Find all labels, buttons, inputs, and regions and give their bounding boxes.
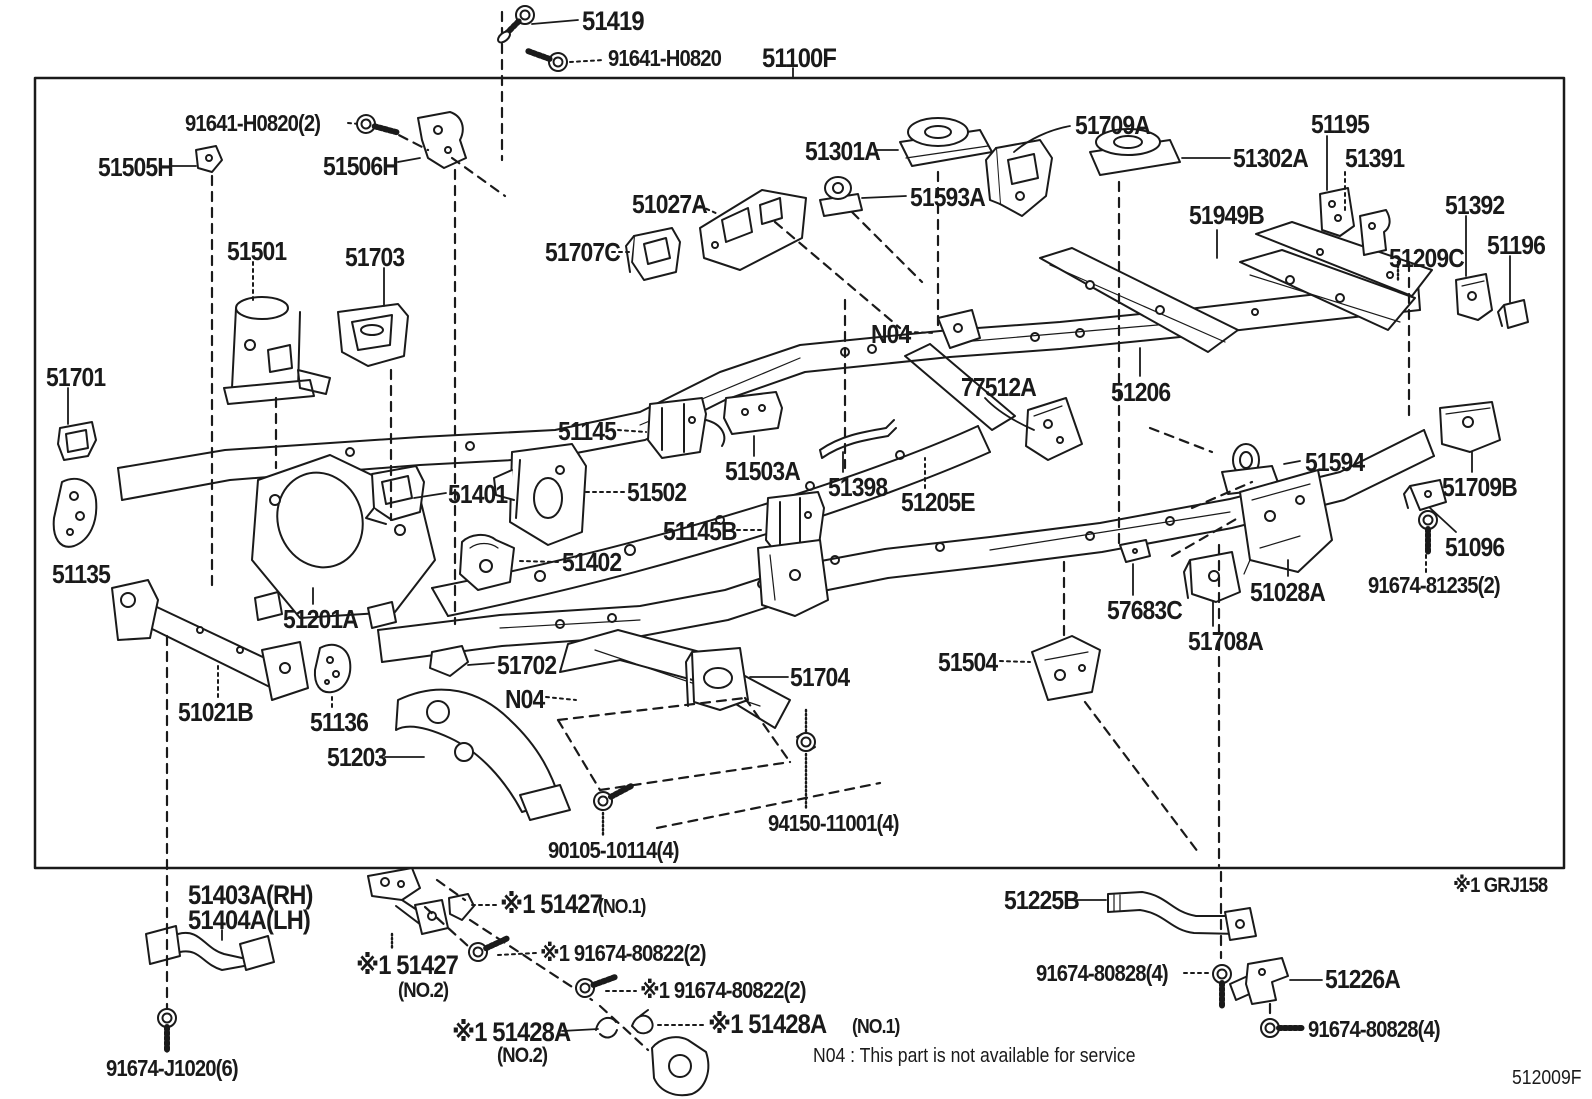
part-label-3: 91641-H0820(2) bbox=[185, 110, 321, 136]
part-label-9: 51707C bbox=[545, 237, 621, 267]
part-label-58: ※1 91674-80822(2) bbox=[640, 977, 807, 1003]
part-label-42: 51136 bbox=[310, 707, 369, 737]
leader-lines bbox=[67, 19, 1511, 1032]
part-label-59: ※1 51428A bbox=[452, 1017, 571, 1047]
part-label-22: 77512A bbox=[961, 372, 1037, 402]
part-label-13: 51302A bbox=[1233, 143, 1309, 173]
dashed-construction-lines bbox=[165, 10, 1411, 1052]
part-label-62: (NO.1) bbox=[852, 1016, 900, 1038]
part-label-56: (NO.1) bbox=[598, 896, 646, 918]
part-label-5: 51506H bbox=[323, 151, 399, 181]
part-label-53: ※1 51427 bbox=[356, 950, 459, 980]
bolt-icons bbox=[158, 2, 1437, 1052]
part-label-26: 51401 bbox=[448, 479, 508, 509]
part-label-14: 51195 bbox=[1311, 109, 1370, 139]
part-label-23: 51206 bbox=[1111, 377, 1171, 407]
part-label-39: 51708A bbox=[1188, 626, 1264, 656]
part-label-6: 51501 bbox=[227, 236, 287, 266]
part-label-10: 51301A bbox=[805, 136, 881, 166]
part-label-15: 51391 bbox=[1345, 143, 1405, 173]
part-label-63: 51225B bbox=[1004, 885, 1080, 915]
part-label-51: 51404A(LH) bbox=[188, 905, 311, 935]
part-label-37: 51028A bbox=[1250, 577, 1326, 607]
part-label-27: 51502 bbox=[627, 477, 687, 507]
part-label-12: 51709A bbox=[1075, 110, 1151, 140]
part-label-32: 51135 bbox=[52, 559, 111, 589]
part-label-7: 51703 bbox=[345, 242, 405, 272]
part-label-60: (NO.2) bbox=[497, 1044, 548, 1067]
part-label-65: 51226A bbox=[1325, 964, 1401, 994]
part-label-36: 91674-81235(2) bbox=[1368, 572, 1501, 598]
part-label-50: 51403A(RH) bbox=[188, 880, 313, 910]
part-label-30: 51145B bbox=[663, 516, 737, 546]
part-label-19: 51196 bbox=[1487, 230, 1546, 260]
part-label-31: 51402 bbox=[562, 547, 622, 577]
crossmember-front-51021B bbox=[111, 579, 309, 701]
part-label-1: 91641-H0820 bbox=[608, 45, 722, 71]
part-label-69: 512009F bbox=[1512, 1067, 1582, 1089]
crossmember-front-suspension-51201A bbox=[251, 454, 436, 629]
part-label-47: 51504 bbox=[938, 647, 998, 677]
part-label-48: 94150-11001(4) bbox=[768, 810, 899, 836]
part-label-8: 51027A bbox=[632, 189, 708, 219]
part-label-29: 51205E bbox=[901, 487, 975, 517]
part-label-28: 51398 bbox=[828, 472, 888, 502]
part-label-68: N04 : This part is not available for ser… bbox=[813, 1045, 1136, 1067]
part-label-0: 51419 bbox=[582, 6, 645, 36]
part-label-61: ※1 51428A bbox=[708, 1009, 827, 1039]
part-label-4: 51505H bbox=[98, 152, 174, 182]
part-label-40: 51201A bbox=[283, 604, 359, 634]
part-label-20: 51701 bbox=[46, 362, 106, 392]
dotted-leader-lines bbox=[217, 59, 1427, 1029]
diagram-border bbox=[33, 76, 1566, 870]
part-label-25: 51503A bbox=[725, 456, 801, 486]
part-label-34: 51709B bbox=[1442, 472, 1518, 502]
part-label-54: (NO.2) bbox=[398, 979, 449, 1002]
part-glyphs bbox=[52, 111, 1529, 1097]
part-label-66: 91674-80828(4) bbox=[1308, 1016, 1441, 1042]
part-label-49: 90105-10114(4) bbox=[548, 837, 679, 863]
part-label-24: 51145 bbox=[558, 416, 617, 446]
part-label-52: 91674-J1020(6) bbox=[106, 1055, 239, 1081]
part-label-35: 51096 bbox=[1445, 532, 1505, 562]
part-label-16: 51949B bbox=[1189, 200, 1265, 230]
part-label-41: 51021B bbox=[178, 697, 254, 727]
part-label-38: 57683C bbox=[1107, 595, 1183, 625]
part-label-17: 51392 bbox=[1445, 190, 1505, 220]
part-label-55: ※1 51427 bbox=[500, 889, 603, 919]
part-label-18: 51209C bbox=[1389, 243, 1465, 273]
crossmember-51203 bbox=[395, 688, 571, 821]
part-label-67: ※1 GRJ158 bbox=[1453, 874, 1548, 897]
part-label-45: N04 bbox=[505, 684, 545, 714]
part-label-11: 51593A bbox=[910, 182, 986, 212]
part-label-33: 51594 bbox=[1305, 447, 1365, 477]
part-label-57: ※1 91674-80822(2) bbox=[540, 940, 707, 966]
crossmember-rear-cluster bbox=[1039, 221, 1433, 353]
part-label-43: 51203 bbox=[327, 742, 387, 772]
part-label-46: 51704 bbox=[790, 662, 850, 692]
part-label-64: 91674-80828(4) bbox=[1036, 960, 1169, 986]
part-label-44: 51702 bbox=[497, 650, 557, 680]
part-label-2: 51100F bbox=[762, 43, 837, 73]
part-label-21: N04 bbox=[871, 319, 911, 349]
